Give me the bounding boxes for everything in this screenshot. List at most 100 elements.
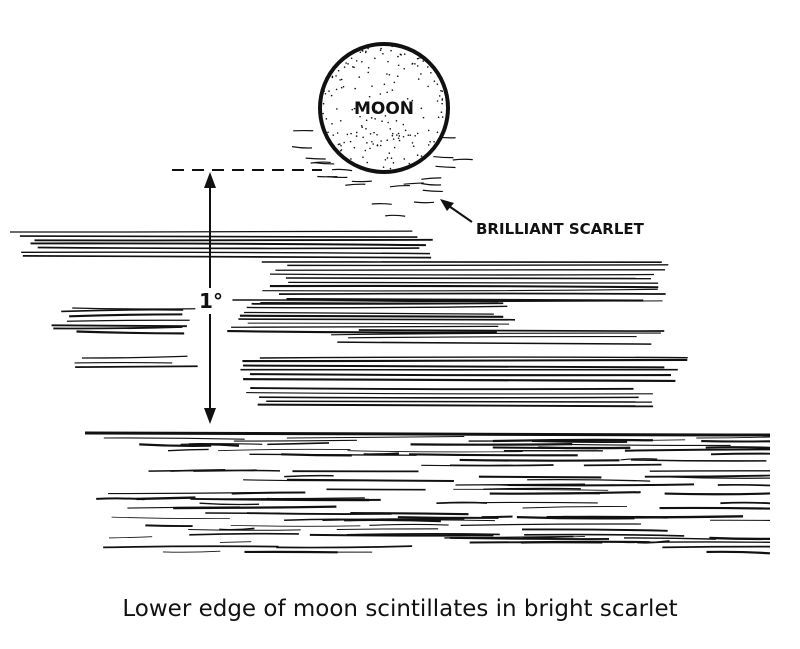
stipple-dot (375, 110, 378, 112)
stroke (232, 299, 499, 303)
stipple-dot (416, 57, 419, 60)
stipple-dot (343, 66, 346, 68)
stipple-dot (384, 115, 387, 117)
stipple-dot (332, 134, 335, 136)
stroke (662, 545, 771, 549)
stroke (631, 459, 767, 462)
stipple-dot (420, 155, 423, 157)
stroke (720, 501, 771, 505)
stipple-dot (365, 128, 367, 130)
angle-label: 1° (199, 289, 223, 313)
moon-label: MOON (354, 99, 414, 119)
stroke (281, 453, 352, 457)
stroke (257, 403, 654, 408)
stroke (460, 523, 642, 526)
stipple-dot (381, 120, 383, 123)
stroke (660, 476, 771, 479)
stroke (250, 387, 634, 391)
stroke (53, 326, 183, 330)
stipple-dot (412, 145, 415, 148)
stroke (706, 550, 771, 555)
stipple-dot (411, 99, 414, 102)
stipple-dot (392, 138, 395, 140)
stipple-dot (374, 118, 376, 120)
stipple-dot (369, 133, 372, 135)
stroke (492, 438, 653, 443)
stipple-dot (390, 49, 392, 52)
stroke (148, 469, 281, 472)
stipple-dot (350, 132, 352, 135)
stipple-dot (359, 115, 361, 118)
stroke (238, 318, 516, 321)
stroke (422, 189, 443, 193)
stroke (251, 302, 504, 305)
stipple-dot (407, 134, 410, 136)
stipple-dot (397, 132, 400, 135)
stipple-dot (340, 149, 343, 151)
stroke (337, 341, 652, 345)
stipple-dot (436, 131, 439, 134)
stroke (81, 355, 188, 359)
stipple-dot (342, 85, 345, 88)
stipple-dot (331, 75, 334, 78)
stipple-dot (370, 117, 373, 119)
stipple-dot (376, 144, 379, 146)
stipple-dot (397, 55, 399, 58)
stipple-dot (353, 66, 355, 69)
stroke (127, 506, 241, 509)
stroke (664, 492, 771, 496)
stipple-dot (366, 142, 368, 144)
stipple-dot (362, 156, 364, 159)
stipple-dot (361, 50, 364, 52)
stipple-dot (386, 139, 389, 142)
stroke (218, 448, 351, 452)
stipple-dot (328, 90, 330, 92)
stipple-dot (335, 88, 338, 91)
stroke (624, 448, 771, 452)
stroke (37, 246, 420, 250)
stipple-dot (336, 132, 339, 134)
stipple-dot (379, 49, 382, 52)
stipple-dot (350, 57, 353, 60)
stipple-dot (395, 120, 398, 122)
stroke (231, 491, 306, 495)
stroke (61, 308, 184, 313)
stroke (435, 165, 456, 169)
stipple-dot (414, 134, 416, 137)
stipple-dot (379, 93, 382, 95)
stipple-dot (420, 107, 423, 110)
stroke (527, 478, 651, 482)
stipple-dot (379, 144, 382, 147)
stroke (524, 533, 685, 537)
stipple-dot (417, 78, 420, 80)
stroke (51, 324, 187, 328)
stipple-dot (388, 152, 391, 154)
stipple-dot (402, 100, 405, 103)
stipple-dot (419, 56, 421, 59)
stroke (555, 443, 731, 446)
stroke (10, 230, 413, 233)
stroke (192, 497, 365, 500)
stipple-dot (323, 90, 325, 92)
stipple-dot (374, 57, 376, 60)
stipple-dot (367, 47, 369, 50)
stipple-dot (389, 128, 392, 130)
stroke (285, 277, 651, 280)
stroke (145, 524, 193, 528)
stipple-dot (437, 116, 440, 119)
stroke (409, 453, 578, 457)
stroke (84, 431, 771, 437)
stipple-dot (396, 75, 399, 78)
stroke (314, 162, 335, 165)
stroke (284, 474, 334, 478)
stipple-dot (391, 89, 394, 91)
stipple-dot (322, 102, 325, 105)
stroke (421, 177, 442, 180)
stipple-dot (359, 51, 362, 54)
stroke (69, 313, 183, 318)
moon-stipple (319, 43, 448, 172)
stipple-dot (365, 50, 367, 53)
stroke (350, 511, 469, 516)
